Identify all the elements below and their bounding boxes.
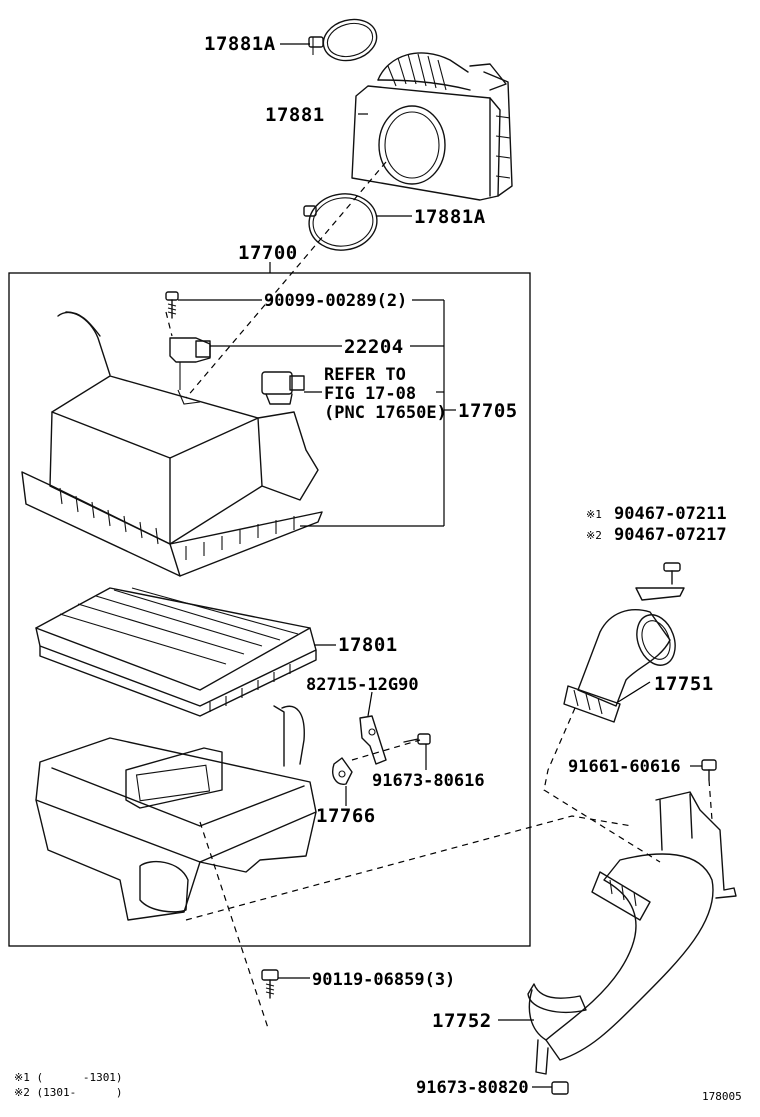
clip-17766-drawing <box>332 757 353 785</box>
label-90099-00289: 90099-00289(2) <box>264 291 407 311</box>
inlet-hose-drawing <box>377 52 507 91</box>
clamp-mid-drawing <box>303 193 378 251</box>
label-90467-07211: 90467-07211 <box>614 504 727 524</box>
footnote-2: ※2 (1301- ) <box>14 1086 123 1099</box>
label-17705: 17705 <box>458 400 518 422</box>
label-90467-07217: 90467-07217 <box>614 525 727 545</box>
mark-2: ※2 <box>586 529 602 542</box>
label-17881a-top: 17881A <box>204 33 276 55</box>
label-refer-to: REFER TO <box>324 365 406 385</box>
label-17766: 17766 <box>316 805 376 827</box>
label-91673-80616: 91673-80616 <box>372 771 485 791</box>
hose-17752-drawing <box>527 791 737 1075</box>
assembly-frame <box>8 272 531 947</box>
label-17751: 17751 <box>654 673 714 695</box>
footnote-1: ※1 ( -1301) <box>14 1071 123 1084</box>
vsv-part-drawing <box>261 371 305 405</box>
screw-91673-80616-drawing <box>403 733 431 745</box>
label-refer-fig: FIG 17-08 <box>324 384 416 404</box>
upper-case-drawing <box>21 311 323 577</box>
label-22204: 22204 <box>344 336 404 358</box>
label-91661-60616: 91661-60616 <box>568 757 681 777</box>
label-refer-pnc: (PNC 17650E) <box>324 403 447 423</box>
screw-90467-drawing <box>663 562 681 585</box>
label-17881a-mid: 17881A <box>414 206 486 228</box>
bracket-drawing <box>359 715 387 765</box>
lower-case-drawing <box>35 705 317 921</box>
screw-top-drawing <box>165 291 179 319</box>
label-82715-12g90: 82715-12G90 <box>306 675 419 695</box>
clamp-top-drawing <box>308 18 378 62</box>
figure-id: 178005 <box>702 1090 742 1103</box>
hose-17751-drawing <box>563 587 685 723</box>
label-17752: 17752 <box>432 1010 492 1032</box>
bolt-90119-drawing <box>261 969 279 999</box>
label-90119-06859: 90119-06859(3) <box>312 970 455 990</box>
label-17700: 17700 <box>238 242 298 264</box>
screw-91673-80820-drawing <box>551 1081 569 1095</box>
airflow-sensor-drawing <box>169 337 211 390</box>
resonator-drawing <box>351 71 513 201</box>
label-17801: 17801 <box>338 634 398 656</box>
label-91673-80820: 91673-80820 <box>416 1078 529 1098</box>
mark-1: ※1 <box>586 508 602 521</box>
screw-91661-drawing <box>701 759 717 781</box>
filter-element-drawing <box>35 587 317 717</box>
label-17881: 17881 <box>265 104 325 126</box>
